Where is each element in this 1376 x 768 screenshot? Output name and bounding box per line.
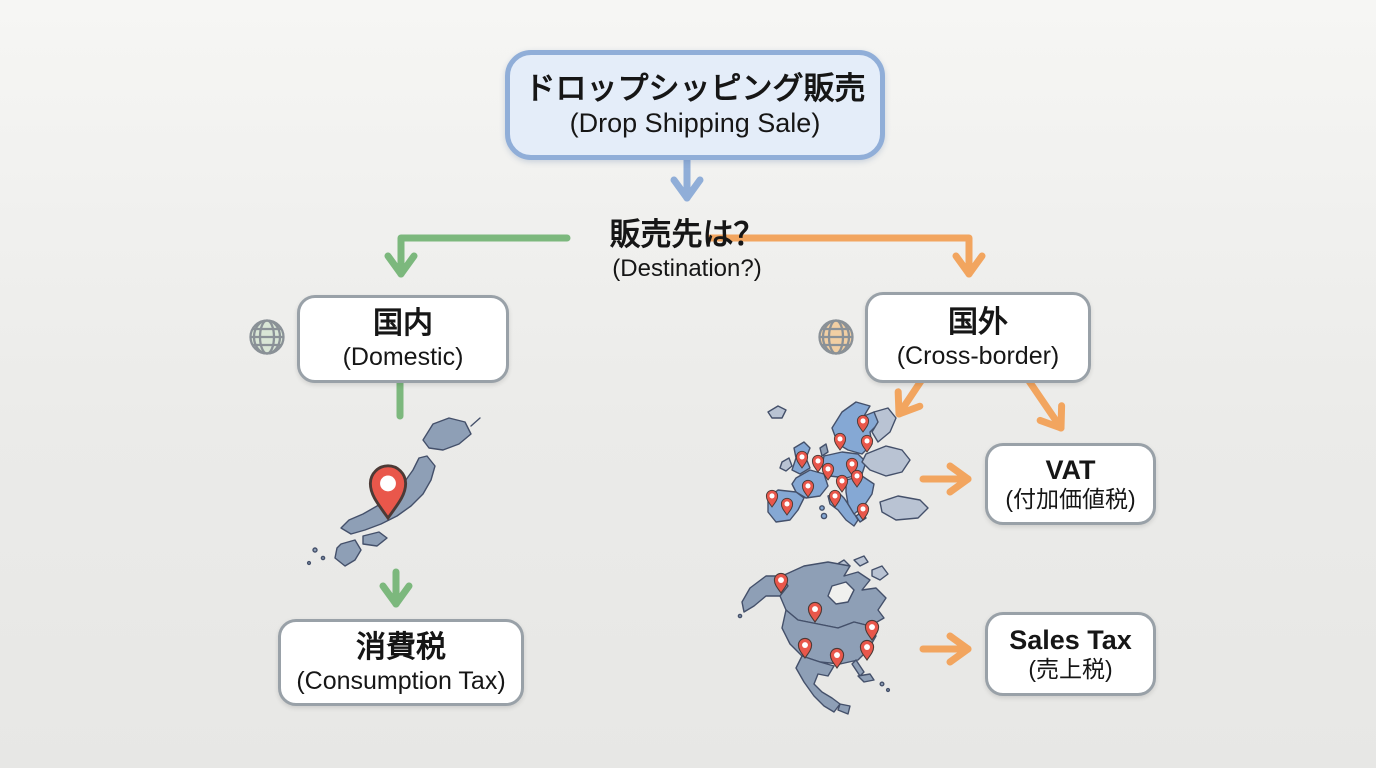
japan-map xyxy=(306,417,481,567)
connector-crossborder-to-europe-map xyxy=(894,377,925,418)
decision-title-jp: 販売先は？ xyxy=(609,217,765,252)
europe-map xyxy=(765,401,929,527)
north-america-map xyxy=(737,555,891,715)
node-destination-decision: 販売先は？ (Destination?) xyxy=(562,216,812,284)
node-vat: VAT (付加価値税) xyxy=(985,443,1156,525)
node-domestic: 国内 (Domestic) xyxy=(297,295,509,383)
node-consumption-tax: 消費税 (Consumption Tax) xyxy=(278,619,524,706)
node-title-jp: 国内 xyxy=(373,307,433,340)
node-title-en: (Cross-border) xyxy=(896,341,1060,370)
japan-landmass xyxy=(306,417,481,567)
node-title-en: (売上税) xyxy=(1028,656,1113,683)
globe-icon xyxy=(818,319,854,355)
connector-decision-to-crossborder xyxy=(706,234,986,278)
node-title-jp: Sales Tax xyxy=(1009,625,1132,655)
node-title-jp: ドロップシッピング販売 xyxy=(524,71,866,107)
connector-crossborder-to-vat xyxy=(1025,377,1066,432)
node-title-jp: VAT xyxy=(1045,455,1096,485)
node-title-jp: 国外 xyxy=(948,305,1008,339)
north-america-landmass xyxy=(737,555,891,715)
globe-icon xyxy=(249,319,285,355)
node-title-en: (Drop Shipping Sale) xyxy=(569,108,821,139)
node-title-en: (Consumption Tax) xyxy=(296,666,506,695)
connector-decision-to-domestic xyxy=(384,234,571,278)
node-title-jp: 消費税 xyxy=(356,630,446,664)
decision-title-en: (Destination?) xyxy=(612,254,762,282)
node-drop-shipping-sale: ドロップシッピング販売 (Drop Shipping Sale) xyxy=(505,50,885,160)
node-title-en: (付加価値税) xyxy=(1005,486,1136,513)
node-sales-tax: Sales Tax (売上税) xyxy=(985,612,1156,696)
node-cross-border: 国外 (Cross-border) xyxy=(865,292,1091,383)
node-title-en: (Domestic) xyxy=(342,343,464,371)
